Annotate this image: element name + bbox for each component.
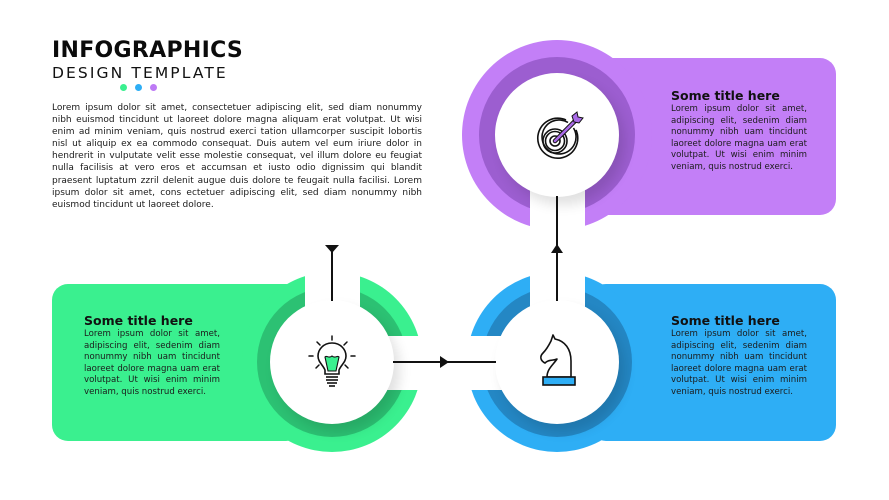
step-1-body: Lorem ipsum dolor sit amet, adipiscing e… <box>84 329 220 397</box>
dot-blue <box>135 84 142 91</box>
step-3-body: Lorem ipsum dolor sit amet, adipiscing e… <box>671 104 807 172</box>
step-3-title: Some title here <box>671 88 780 103</box>
step-3-circle <box>495 73 619 197</box>
connector-gap-1-2 <box>385 336 515 390</box>
start-line <box>331 247 333 301</box>
infographic-subtitle: DESIGN TEMPLATE <box>52 64 228 82</box>
arrow-right-icon <box>440 356 449 368</box>
dot-purple <box>150 84 157 91</box>
dot-green <box>120 84 127 91</box>
target-arrow-icon <box>536 111 584 160</box>
infographic-title: INFOGRAPHICS <box>52 38 244 63</box>
arrow-up-icon <box>551 244 563 253</box>
step-3-text: Some title here Lorem ipsum dolor sit am… <box>671 88 807 174</box>
lightbulb-icon <box>308 335 356 387</box>
step-2-title: Some title here <box>671 313 780 328</box>
step-2-body: Lorem ipsum dolor sit amet, adipiscing e… <box>671 329 807 397</box>
intro-paragraph: Lorem ipsum dolor sit amet, consectetuer… <box>52 103 422 210</box>
step-1-title: Some title here <box>84 313 193 328</box>
color-dots <box>120 84 157 91</box>
step-1-text: Some title here Lorem ipsum dolor sit am… <box>84 313 220 399</box>
start-marker-icon <box>325 245 339 253</box>
chess-knight-icon <box>540 334 576 386</box>
step-2-text: Some title here Lorem ipsum dolor sit am… <box>671 313 807 399</box>
